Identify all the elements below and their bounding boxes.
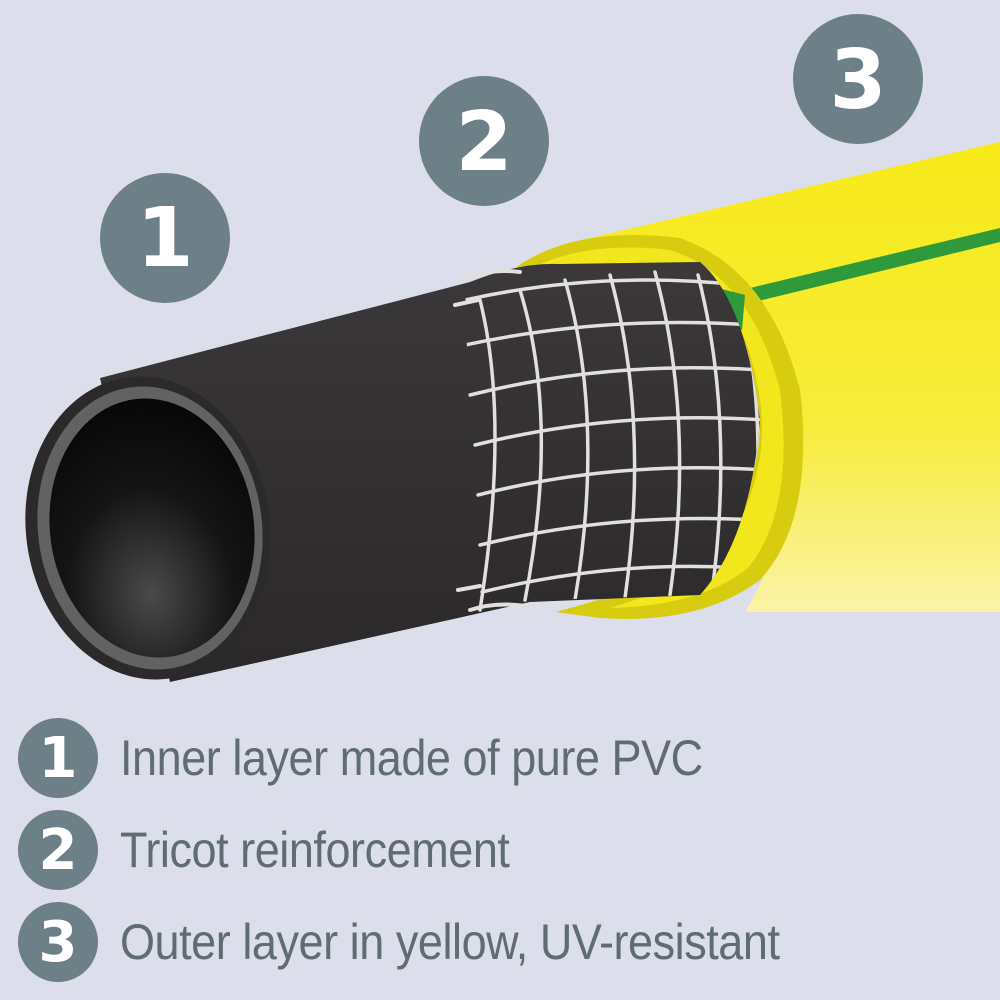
tricot-frayed-edge (453, 269, 537, 612)
legend-badge-3: 3 (18, 902, 98, 982)
legend: 1 Inner layer made of pure PVC 2 Tricot … (18, 712, 988, 988)
callout-2: 2 (419, 76, 549, 206)
inner-layer (25, 262, 760, 682)
legend-label-3: Outer layer in yellow, UV-resistant (120, 914, 780, 970)
legend-badge-1: 1 (18, 718, 98, 798)
legend-item-3: 3 Outer layer in yellow, UV-resistant (18, 896, 988, 988)
callout-3: 3 (793, 14, 923, 144)
hose-opening (49, 398, 255, 658)
callout-1-badge (100, 173, 230, 303)
legend-label-1: Inner layer made of pure PVC (120, 730, 703, 786)
legend-item-2: 2 Tricot reinforcement (18, 804, 988, 896)
callout-1: 1 (100, 173, 230, 303)
callout-3-badge (793, 14, 923, 144)
callout-2-number: 2 (455, 95, 512, 190)
callout-1-number: 1 (136, 191, 193, 286)
callout-2-badge (419, 76, 549, 206)
callout-3-number: 3 (829, 33, 886, 128)
green-stripe (700, 228, 1000, 314)
legend-item-1: 1 Inner layer made of pure PVC (18, 712, 988, 804)
legend-badge-2: 2 (18, 810, 98, 890)
legend-label-2: Tricot reinforcement (120, 822, 510, 878)
